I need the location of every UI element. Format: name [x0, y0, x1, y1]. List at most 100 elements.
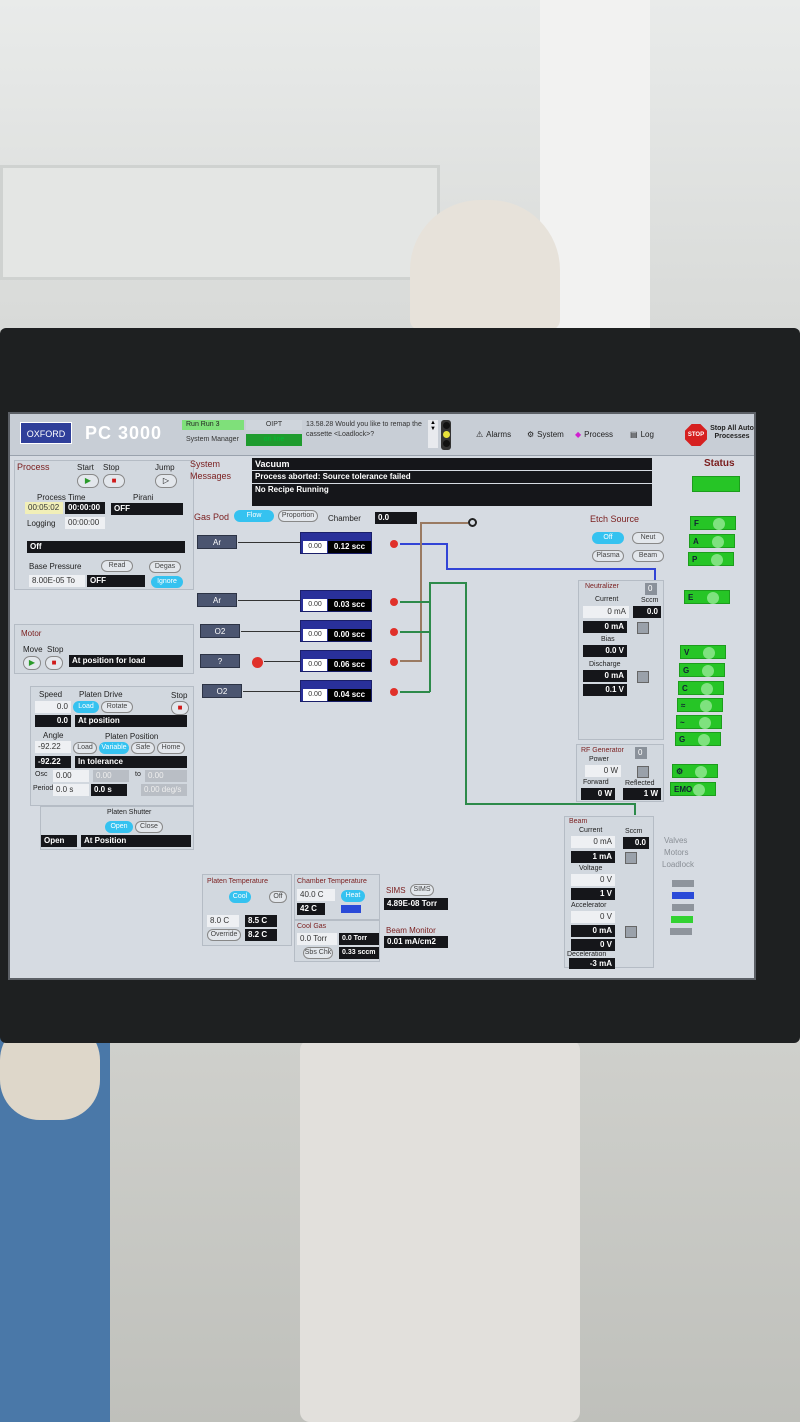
- chamber-temp-set[interactable]: 40.0 C: [297, 889, 335, 901]
- discharge-label: Discharge: [589, 661, 621, 668]
- message-scroll[interactable]: ▲▼: [428, 420, 438, 448]
- osc-label: Osc: [35, 771, 48, 778]
- flow-button[interactable]: Flow: [234, 510, 274, 522]
- indicator-3: [672, 904, 694, 911]
- system-button[interactable]: ⚙System: [527, 430, 564, 439]
- process-button[interactable]: ◆Process: [575, 430, 614, 439]
- start-button[interactable]: ▶: [77, 474, 99, 488]
- log-button[interactable]: ▤Log: [630, 430, 654, 439]
- valve-icon[interactable]: [390, 540, 398, 548]
- angle-label: Angle: [43, 731, 64, 740]
- voltage-set[interactable]: 0 V: [571, 874, 615, 886]
- move-label: Move: [23, 645, 43, 654]
- drive-stop-label: Stop: [171, 691, 188, 700]
- etch-plasma-button[interactable]: Plasma: [592, 550, 624, 562]
- angle-set[interactable]: -92.22: [35, 741, 71, 753]
- shutter-open-button[interactable]: Open: [105, 821, 133, 833]
- cool-gas-set[interactable]: 0.0 Torr: [297, 933, 337, 945]
- valve-icon[interactable]: [390, 628, 398, 636]
- heat-button[interactable]: Heat: [341, 890, 365, 902]
- neutralizer-current-set[interactable]: 0 mA: [583, 606, 629, 618]
- status-led-wave: ≈: [677, 698, 723, 712]
- drive-stop-button[interactable]: ■: [171, 701, 189, 715]
- position-home-button[interactable]: Home: [157, 742, 185, 754]
- stop-button[interactable]: ■: [103, 474, 125, 488]
- proportion-button[interactable]: Proportion: [278, 510, 318, 522]
- cool-button[interactable]: Cool: [229, 891, 251, 903]
- override-button[interactable]: Override: [207, 929, 241, 941]
- process-panel: Process Start Stop Jump ▶ ■ ▷ Process Ti…: [14, 460, 194, 590]
- person-background: [410, 200, 560, 330]
- base-pressure-label: Base Pressure: [29, 562, 82, 571]
- system-manager-label: System Manager: [186, 436, 239, 443]
- closed-valve-icon[interactable]: [252, 657, 263, 668]
- platen-shutter-panel: Platen Shutter Open Close Open At Positi…: [40, 806, 194, 850]
- gas-line-5-button[interactable]: O2: [202, 684, 242, 698]
- sbs-chk-button[interactable]: Sbs Chk: [303, 947, 333, 959]
- chamber-label: Chamber: [328, 514, 361, 523]
- stop-icon[interactable]: STOP: [685, 424, 707, 446]
- beam-current-actual: 1 mA: [571, 851, 615, 863]
- rotate-button[interactable]: Rotate: [101, 701, 133, 713]
- etch-beam-button[interactable]: Beam: [632, 550, 664, 562]
- accelerator-voltage: 0 V: [571, 939, 615, 951]
- position-status: In tolerance: [75, 756, 187, 768]
- speed-set[interactable]: 0.0: [35, 701, 71, 713]
- osc-value[interactable]: 0.00: [53, 770, 89, 782]
- power-set[interactable]: 0 W: [585, 765, 621, 777]
- room-wall-panel: [0, 165, 440, 280]
- motor-stop-button[interactable]: ■: [45, 656, 63, 670]
- gas-line-3-button[interactable]: O2: [200, 624, 240, 638]
- degas-button[interactable]: Degas: [149, 561, 181, 573]
- sims-button[interactable]: SIMS: [410, 884, 434, 896]
- drive-load-button[interactable]: Load: [73, 701, 99, 713]
- pc3000-screen: OXFORD PC 3000 Run Run 3 System Manager …: [8, 412, 756, 980]
- accelerator-toggle[interactable]: [625, 926, 637, 938]
- gas-line-2-button[interactable]: Ar: [197, 593, 237, 607]
- move-button[interactable]: ▶: [23, 656, 41, 670]
- valve-icon[interactable]: [390, 658, 398, 666]
- beam-toggle[interactable]: [625, 852, 637, 864]
- bias-value: 0.0 V: [583, 645, 627, 657]
- read-button[interactable]: Read: [101, 560, 133, 572]
- etch-off-button[interactable]: Off: [592, 532, 624, 544]
- valve-icon[interactable]: [390, 688, 398, 696]
- position-load-button[interactable]: Load: [73, 742, 97, 754]
- platen-temp-set[interactable]: 8.0 C: [207, 915, 239, 927]
- rf-toggle[interactable]: [637, 766, 649, 778]
- gas-line-4-button[interactable]: ?: [200, 654, 240, 668]
- shutter-close-button[interactable]: Close: [135, 821, 163, 833]
- power-label: Power: [589, 756, 609, 763]
- sims-title: SIMS: [386, 886, 406, 895]
- rf-generator-count: 0: [635, 747, 647, 759]
- elapsed-time: 00:05:02: [25, 502, 63, 514]
- rf-generator-panel: RF Generator 0 Power 0 W Forward Reflect…: [576, 744, 664, 802]
- position-safe-button[interactable]: Safe: [131, 742, 155, 754]
- period-set[interactable]: 0.0 s: [53, 784, 89, 796]
- position-variable-button[interactable]: Variable: [99, 742, 129, 754]
- neutralizer-toggle[interactable]: [637, 622, 649, 634]
- platen-temperature-title: Platen Temperature: [207, 878, 268, 885]
- valve-icon[interactable]: [390, 598, 398, 606]
- jump-button[interactable]: ▷: [155, 474, 177, 488]
- neutralizer-count: 0: [645, 583, 657, 595]
- alarms-button[interactable]: ⚠Alarms: [476, 430, 512, 439]
- logging-label: Logging: [27, 519, 56, 528]
- beam-current-set[interactable]: 0 mA: [571, 836, 615, 848]
- gas-line-1-button[interactable]: Ar: [197, 535, 237, 549]
- accelerator-set[interactable]: 0 V: [571, 911, 615, 923]
- platen-off-button[interactable]: Off: [269, 891, 287, 903]
- status-led-gear: ⚙: [672, 764, 718, 778]
- osc-from: 0.00: [93, 770, 129, 782]
- neutralizer-panel: Neutralizer 0 Current Sccm 0 mA 0.0 0 mA…: [578, 580, 664, 740]
- stop-all-button[interactable]: Stop All Auto Processes: [710, 425, 754, 440]
- ignore-button[interactable]: Ignore: [151, 576, 183, 588]
- etch-neut-button[interactable]: Neut: [632, 532, 664, 544]
- discharge-toggle[interactable]: [637, 671, 649, 683]
- base-pressure-value: 8.00E-05 To: [29, 575, 85, 587]
